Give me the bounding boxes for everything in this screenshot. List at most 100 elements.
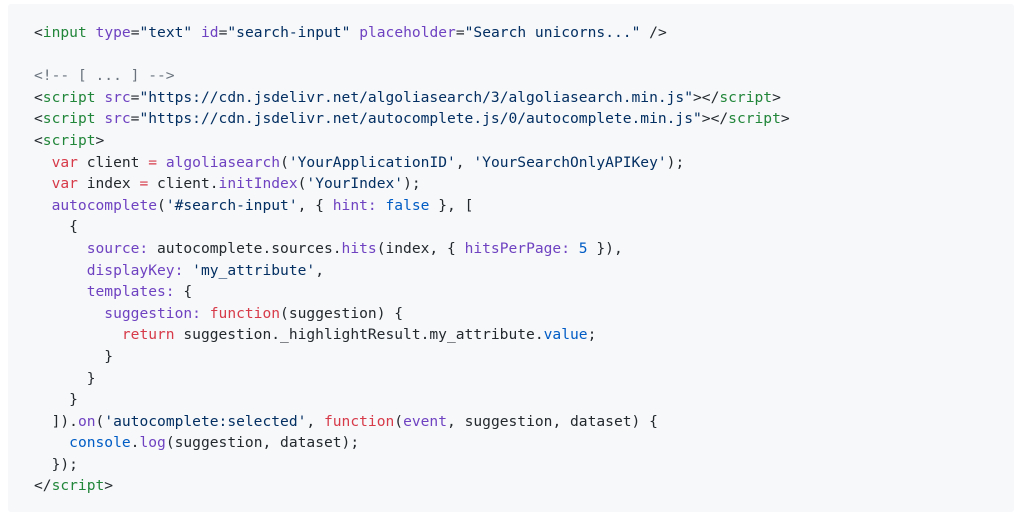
code-token: . xyxy=(130,434,140,452)
code-token: placeholder xyxy=(359,24,456,41)
code-token xyxy=(96,110,105,127)
code-block: <input type="text" id="search-input" pla… xyxy=(8,4,1014,512)
code-line: <script src="https://cdn.jsdelivr.net/au… xyxy=(34,108,790,130)
code-line: } xyxy=(34,368,790,390)
code-token: ( xyxy=(280,153,289,171)
code-token: function xyxy=(323,412,395,430)
code-line: } xyxy=(34,346,790,368)
code-token: "https://cdn.jsdelivr.net/autocomplete.j… xyxy=(139,110,702,128)
code-token xyxy=(34,434,69,451)
code-token: src xyxy=(104,110,131,128)
code-token: , { xyxy=(297,196,333,214)
code-line: } xyxy=(34,389,790,411)
code-snippet: <input type="text" id="search-input" pla… xyxy=(34,22,790,497)
code-token xyxy=(34,326,122,343)
code-token: }); xyxy=(34,455,78,473)
code-token: event xyxy=(403,412,448,430)
code-line: <script> xyxy=(34,130,790,152)
code-token: script xyxy=(42,131,96,149)
code-line: console.log(suggestion, dataset); xyxy=(34,432,790,454)
code-token: return xyxy=(121,326,175,344)
code-token: > xyxy=(104,477,114,495)
code-token xyxy=(183,262,192,279)
code-token: suggestion._highlightResult.my_attribute… xyxy=(174,326,544,344)
code-token xyxy=(570,240,579,257)
code-token: = xyxy=(148,153,158,171)
code-line: <!-- [ ... ] --> xyxy=(34,65,790,87)
code-token: function xyxy=(209,304,281,322)
code-token: , suggestion, dataset) { xyxy=(447,412,658,430)
code-token xyxy=(34,240,87,257)
code-line: return suggestion._highlightResult.my_at… xyxy=(34,324,790,346)
code-token: on xyxy=(77,412,96,430)
code-line: ]).on('autocomplete:selected', function(… xyxy=(34,411,790,433)
code-token xyxy=(34,283,87,300)
code-token: hitsPerPage: xyxy=(464,239,570,257)
code-token: ></ xyxy=(701,110,729,128)
code-token: index xyxy=(77,175,140,193)
code-token: > xyxy=(95,131,105,149)
code-line: autocomplete('#search-input', { hint: fa… xyxy=(34,195,790,217)
code-token: client. xyxy=(148,175,219,193)
code-line: { xyxy=(34,216,790,238)
code-line: <script src="https://cdn.jsdelivr.net/al… xyxy=(34,87,790,109)
code-token: } xyxy=(34,369,96,387)
code-token: type xyxy=(95,24,131,41)
code-token: initIndex xyxy=(218,175,298,193)
code-token xyxy=(350,24,359,41)
code-line: templates: { xyxy=(34,281,790,303)
code-line: }); xyxy=(34,454,790,476)
code-token: value xyxy=(543,326,588,344)
code-token: console xyxy=(69,434,131,452)
code-token: var xyxy=(51,153,78,171)
code-token: "text" xyxy=(139,24,193,41)
code-token: "https://cdn.jsdelivr.net/algoliasearch/… xyxy=(139,88,693,106)
code-token xyxy=(192,24,201,41)
code-token: "Search unicorns..." xyxy=(464,24,641,41)
code-token: 'YourIndex' xyxy=(306,175,404,193)
code-token xyxy=(377,197,386,214)
code-token xyxy=(34,305,104,322)
code-token xyxy=(34,197,52,214)
code-token: ></ xyxy=(693,88,720,106)
code-line: suggestion: function(suggestion) { xyxy=(34,303,790,325)
code-token: } xyxy=(34,347,114,365)
code-token: 'my_attribute' xyxy=(192,261,316,279)
code-token: hint: xyxy=(332,196,377,214)
code-token: > xyxy=(772,88,781,106)
code-token: } xyxy=(34,391,78,409)
code-token: id xyxy=(201,24,219,41)
code-token: source: xyxy=(86,239,149,257)
code-token: "search-input" xyxy=(227,24,351,41)
code-token: autocomplete xyxy=(51,196,158,214)
code-line: var client = algoliasearch('YourApplicat… xyxy=(34,152,790,174)
code-token xyxy=(201,305,210,322)
code-token: ( xyxy=(297,175,307,193)
code-token: false xyxy=(385,196,430,214)
code-token: </ xyxy=(34,477,52,495)
code-token xyxy=(157,154,166,171)
code-token: = xyxy=(130,110,140,128)
code-token: ( xyxy=(95,412,105,430)
code-token: ); xyxy=(666,153,685,171)
code-token: < xyxy=(34,110,43,128)
code-line: displayKey: 'my_attribute', xyxy=(34,260,790,282)
code-token: 'YourSearchOnlyAPIKey' xyxy=(473,153,667,171)
code-token: script xyxy=(42,88,96,106)
code-token: autocomplete.sources. xyxy=(148,239,342,257)
code-line xyxy=(34,44,790,66)
code-token xyxy=(87,24,96,41)
code-token xyxy=(34,262,87,279)
code-token: ; xyxy=(587,326,597,344)
code-token: , xyxy=(306,412,324,430)
code-token: client xyxy=(77,153,149,171)
code-token: = xyxy=(218,24,228,41)
code-token: = xyxy=(130,24,140,41)
code-token: = xyxy=(139,175,149,193)
code-token: input xyxy=(42,24,87,41)
code-token: }), xyxy=(587,239,623,257)
code-token: < xyxy=(34,24,43,41)
code-token: (suggestion) { xyxy=(280,304,404,322)
code-line: var index = client.initIndex('YourIndex'… xyxy=(34,173,790,195)
code-token: templates: xyxy=(86,283,175,301)
